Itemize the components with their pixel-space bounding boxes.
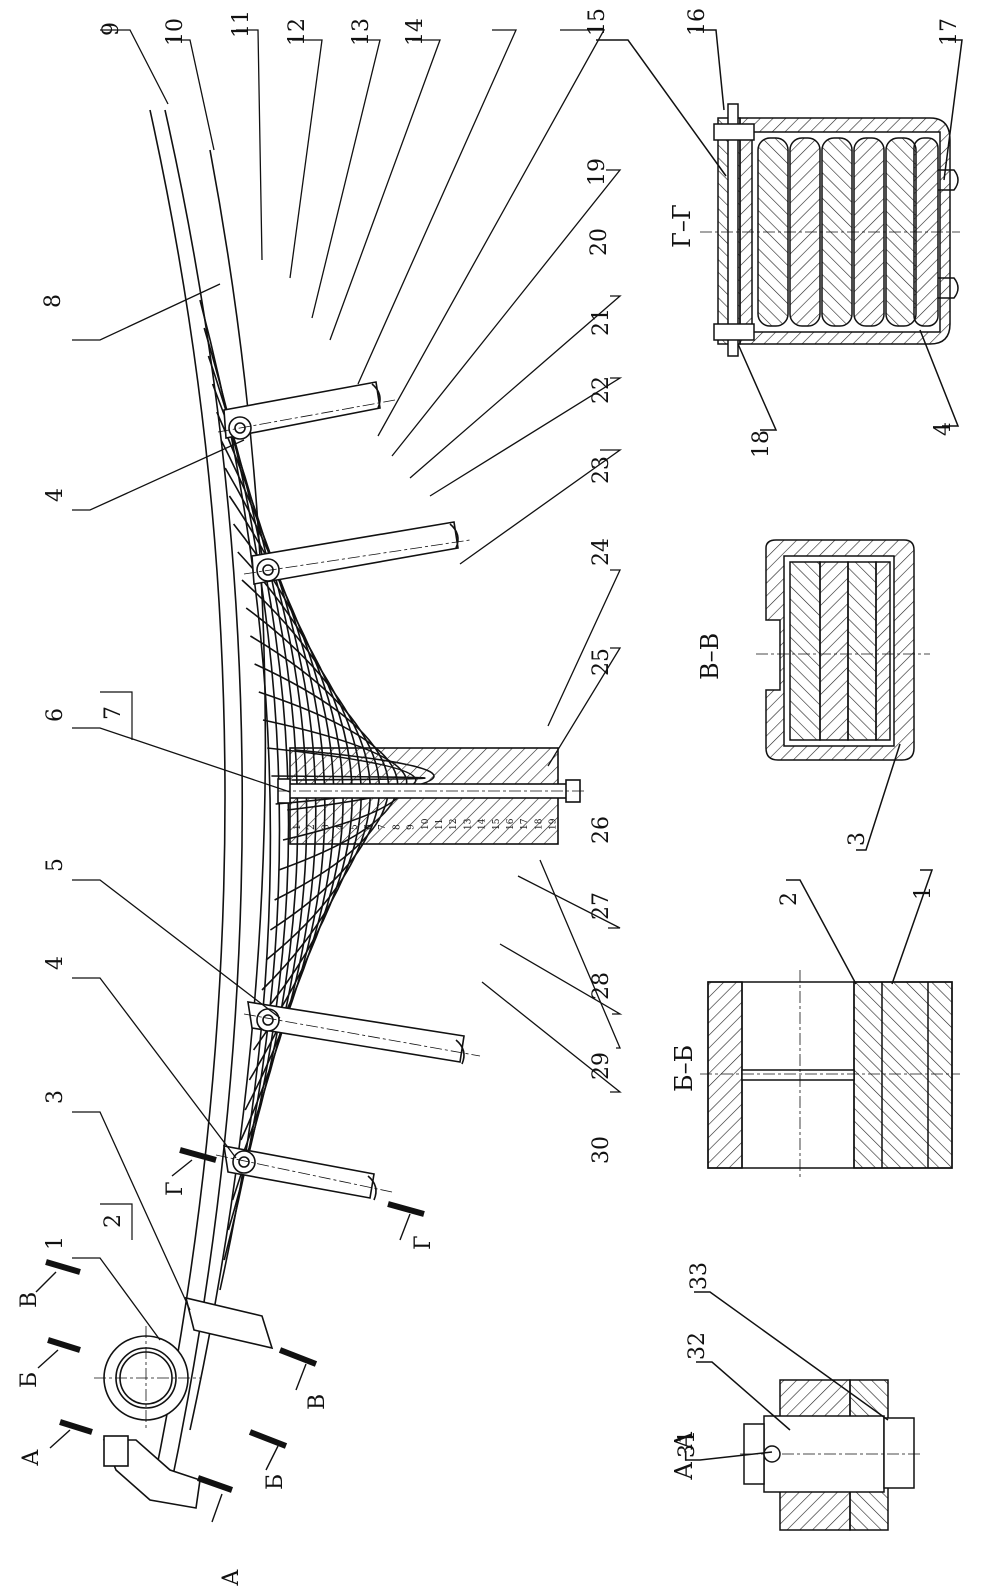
label-29: 29 <box>589 1052 614 1080</box>
label-18: 18 <box>749 430 774 458</box>
label-22: 22 <box>589 376 614 404</box>
label-10: 10 <box>163 18 188 46</box>
label-25: 25 <box>589 648 614 676</box>
leaf-number: 1 <box>293 824 303 830</box>
label-4-gg: 4 <box>931 422 956 436</box>
part-labels: 8 9 10 11 12 13 14 19 20 21 22 23 24 25 … <box>41 8 962 1458</box>
label-2-box: 2 <box>101 1214 126 1228</box>
main-leaf <box>164 109 244 1501</box>
cut-letter-a2: А <box>219 1569 244 1586</box>
label-3: 3 <box>43 1090 68 1104</box>
label-3-vv: 3 <box>845 832 870 846</box>
leaf-number: 19 <box>549 818 559 830</box>
clip-3 <box>184 1296 274 1350</box>
leaf-number: 11 <box>435 819 445 830</box>
clamp-lower-outer <box>215 1145 393 1201</box>
label-11: 11 <box>229 10 254 38</box>
cut-arrows <box>35 1159 411 1523</box>
cut-letter-b1: Б <box>17 1372 42 1388</box>
leaf-number: 18 <box>534 818 544 830</box>
cut-letters: А А Б Б В В Г Г <box>17 1181 436 1586</box>
spring-main-view <box>35 109 585 1523</box>
label-15: 15 <box>585 8 610 36</box>
label-5: 5 <box>43 858 68 872</box>
section-title-vv: В–В <box>696 633 724 680</box>
section-titles: А–А Б–Б В–В Г–Г <box>668 204 724 1480</box>
label-1: 1 <box>43 1236 68 1250</box>
cut-letter-v1: В <box>17 1292 42 1308</box>
label-16: 16 <box>685 8 710 36</box>
label-2-bb: 2 <box>777 892 802 906</box>
label-31: 31 <box>675 1430 700 1458</box>
center-bolt <box>277 778 585 804</box>
leaf-number: 2 <box>307 824 317 830</box>
label-9: 9 <box>99 22 124 36</box>
section-title-aa: А–А <box>670 1432 698 1480</box>
leaf-number: 7 <box>378 824 388 830</box>
label-21: 21 <box>589 308 614 336</box>
section-title-gg: Г–Г <box>668 204 696 248</box>
spring-leaf <box>199 299 272 1291</box>
leaf-number: 3 <box>321 824 331 830</box>
label-6: 6 <box>43 708 68 722</box>
cut-letter-v2: В <box>305 1394 330 1410</box>
cut-letter-g1: Г <box>163 1181 188 1196</box>
label-frames <box>100 691 133 1240</box>
label-32: 32 <box>685 1332 710 1360</box>
label-12: 12 <box>285 18 310 46</box>
clamp-lower-inner <box>243 1001 481 1065</box>
section-title-bb: Б–Б <box>670 1045 698 1092</box>
label-26: 26 <box>589 816 614 844</box>
leaf-number: 15 <box>492 818 502 830</box>
label-14: 14 <box>403 18 428 46</box>
leader-lines <box>72 29 623 1341</box>
main-leaf <box>149 109 226 1501</box>
label-17: 17 <box>937 18 962 46</box>
label-27: 27 <box>589 892 614 920</box>
leaf-number: 10 <box>421 818 431 830</box>
leaf-number: 13 <box>463 818 473 830</box>
leaf-number: 4 <box>336 824 346 830</box>
label-7-box: 7 <box>101 706 126 720</box>
cut-letter-g2: Г <box>411 1235 436 1250</box>
gg-leaves <box>757 137 939 327</box>
label-4-upper: 4 <box>43 488 68 502</box>
cut-letter-b2: Б <box>263 1474 288 1490</box>
spring-eye <box>94 1326 201 1509</box>
label-19: 19 <box>585 158 610 186</box>
leaf-number: 12 <box>449 819 459 830</box>
label-30: 30 <box>589 1136 614 1164</box>
label-33: 33 <box>687 1262 712 1290</box>
label-1-bb: 1 <box>911 886 936 900</box>
label-24: 24 <box>589 538 614 566</box>
leaf-number: 9 <box>407 824 417 830</box>
leaf-number: 16 <box>506 818 516 830</box>
leaf-number: 5 <box>350 824 360 830</box>
clamp-upper-outer <box>217 381 396 440</box>
section-vv <box>756 539 930 851</box>
leaf-number: 6 <box>364 824 374 830</box>
main-leaf <box>189 149 267 1431</box>
spring-leaves <box>149 109 559 1501</box>
label-13: 13 <box>349 18 374 46</box>
label-20: 20 <box>587 228 612 256</box>
cut-markers <box>45 1147 425 1493</box>
clamp-upper-inner <box>243 521 471 585</box>
leaf-number: 17 <box>520 818 530 830</box>
label-23: 23 <box>589 456 614 484</box>
section-aa <box>686 1291 920 1531</box>
cut-letter-a1: А <box>19 1449 44 1466</box>
label-28: 28 <box>589 972 614 1000</box>
leaf-number: 14 <box>478 818 488 830</box>
label-8: 8 <box>41 294 66 308</box>
section-bb <box>700 869 960 1180</box>
label-4-lower: 4 <box>43 956 68 970</box>
leaf-number: 8 <box>392 824 402 830</box>
section-gg <box>596 29 963 431</box>
